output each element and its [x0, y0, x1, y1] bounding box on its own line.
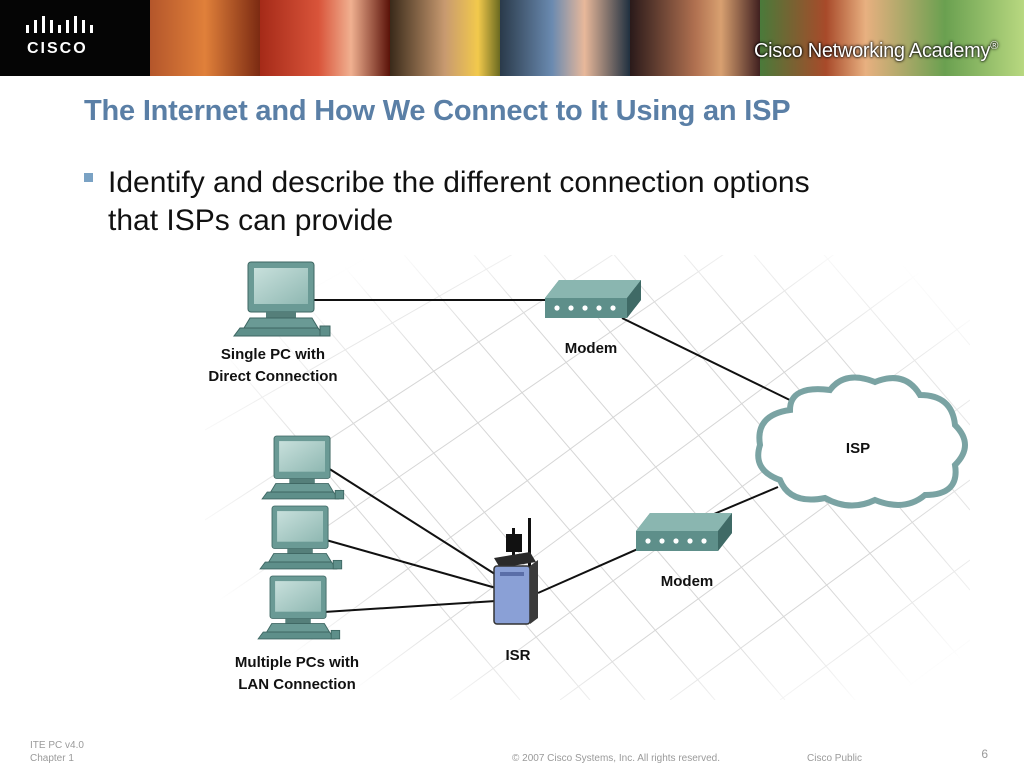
link-isp-to-modem-bottom — [713, 486, 779, 515]
registered-mark: ® — [990, 40, 998, 52]
connection-lines — [312, 299, 801, 613]
bullet-text-line1: Identify and describe the different conn… — [108, 166, 810, 199]
footer-course: ITE PC v4.0 — [30, 740, 84, 751]
academy-name-text: Cisco Networking Academy — [753, 40, 991, 62]
banner-photo-1 — [150, 0, 260, 76]
banner-photo-3 — [390, 0, 500, 76]
page-number: 6 — [981, 747, 988, 761]
modem-bottom-icon — [636, 513, 732, 551]
header-banner: CISCO Cisco Networking Academy® — [0, 0, 1024, 76]
slide-title: The Internet and How We Connect to It Us… — [84, 95, 791, 127]
bullet-text-line2: that ISPs can provide — [108, 204, 394, 237]
cisco-logo: CISCO — [0, 0, 150, 76]
cisco-logo-bars-icon — [26, 16, 93, 33]
multi-pc-label-line1: Multiple PCs with — [235, 654, 359, 671]
link-modem-bottom-to-isr — [537, 547, 641, 594]
isp-label: ISP — [846, 440, 870, 457]
bullet-marker — [84, 173, 93, 182]
banner-photo-2 — [260, 0, 390, 76]
single-pc-label-line1: Single PC with — [221, 346, 325, 363]
multi-pc-label-line2: LAN Connection — [238, 676, 356, 693]
banner-photo-4 — [500, 0, 630, 76]
single-pc-label-line2: Direct Connection — [208, 368, 337, 385]
link-lan-pc1-to-isr — [327, 467, 499, 577]
link-lan-pc2-to-isr — [325, 539, 497, 589]
banner-photo-5 — [630, 0, 760, 76]
footer-chapter: Chapter 1 — [30, 753, 74, 764]
modem-top-label: Modem — [565, 340, 618, 357]
modem-bottom-label: Modem — [661, 573, 714, 590]
footer-classification: Cisco Public — [807, 753, 863, 764]
academy-name: Cisco Networking Academy® — [754, 40, 998, 63]
footer-copyright: © 2007 Cisco Systems, Inc. All rights re… — [512, 753, 721, 764]
banner-photo-6 — [760, 0, 1024, 76]
isr-label: ISR — [505, 647, 530, 664]
isp-cloud-icon — [755, 374, 968, 509]
bullet-text: Identify and describe the different conn… — [108, 164, 928, 240]
link-lan-pc3-to-isr — [323, 600, 497, 613]
link-modem-top-to-isp — [621, 317, 801, 406]
modem-top-icon — [545, 280, 641, 318]
cisco-logo-text: CISCO — [27, 40, 88, 57]
isr-router-icon — [493, 518, 538, 625]
